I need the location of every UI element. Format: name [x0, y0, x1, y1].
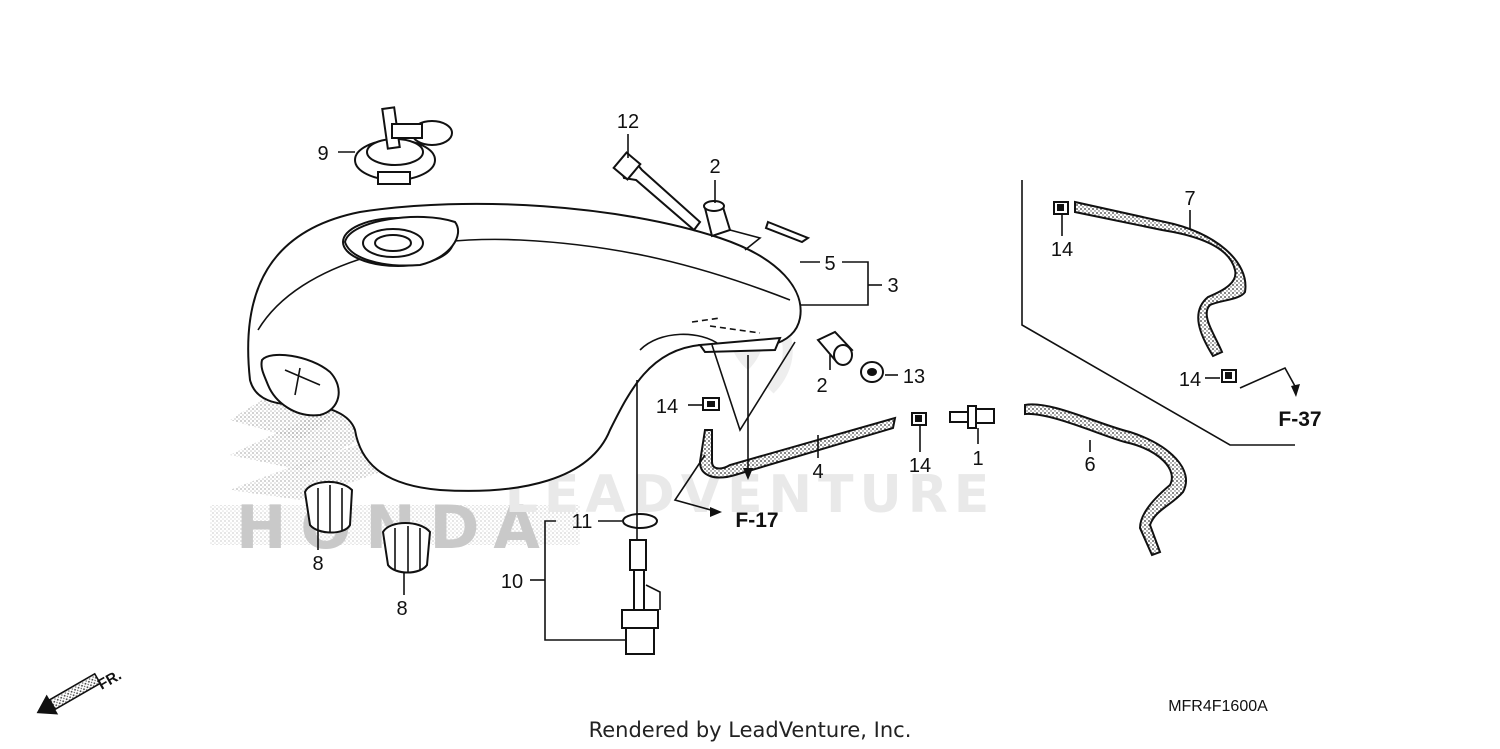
- rubber-5-part[interactable]: [764, 220, 811, 244]
- fuel-tank: [247, 202, 802, 492]
- fuel-unit-10-part[interactable]: [621, 539, 661, 655]
- front-arrow-icon: [36, 672, 102, 715]
- fuel-cap-part[interactable]: [354, 106, 453, 185]
- callout-7: 7: [1184, 188, 1195, 210]
- hose-7-part[interactable]: [1074, 200, 1247, 358]
- credit-text: Rendered by LeadVenture, Inc.: [589, 718, 912, 742]
- callout-3: 3: [887, 275, 898, 297]
- clip-14c-part[interactable]: [1053, 201, 1069, 215]
- callout-13: 13: [903, 366, 925, 388]
- callout-1: 1: [972, 448, 983, 470]
- clip-14d-part[interactable]: [1221, 369, 1237, 383]
- callout-5: 5: [824, 253, 835, 275]
- callout-14-c: 14: [1051, 239, 1073, 261]
- callout-4: 4: [812, 461, 823, 483]
- f37-arrow: [1291, 384, 1300, 397]
- callout-6: 6: [1084, 454, 1095, 476]
- o-ring-11-part[interactable]: [622, 513, 658, 529]
- bolt-12-part[interactable]: [612, 151, 702, 232]
- callout-14-d: 14: [1179, 369, 1201, 391]
- callout-2-upper: 2: [709, 156, 720, 178]
- callout-8-a: 8: [312, 553, 323, 575]
- clip-14a-part[interactable]: [702, 397, 720, 411]
- diagram-code: MFR4F1600A: [1168, 698, 1268, 715]
- callout-9: 9: [317, 143, 328, 165]
- leader-lines: [317, 134, 1297, 641]
- callout-14-b: 14: [909, 455, 931, 477]
- callout-11: 11: [572, 511, 593, 533]
- callout-10: 10: [501, 571, 523, 593]
- clip-14b-part[interactable]: [911, 412, 927, 426]
- callout-8-b: 8: [396, 598, 407, 620]
- grommet-8a-part[interactable]: [303, 481, 354, 534]
- front-indicator-label: FR.: [95, 667, 124, 694]
- hose-6-part[interactable]: [1024, 403, 1188, 557]
- callout-12: 12: [617, 111, 639, 133]
- bolt-1-part[interactable]: [949, 405, 995, 429]
- reference-f37[interactable]: F-37: [1278, 408, 1321, 431]
- grommet-8b-part[interactable]: [381, 522, 432, 574]
- collar-2-lower-part[interactable]: [816, 330, 854, 366]
- f17-arrow: [710, 507, 722, 517]
- reference-f17[interactable]: F-17: [735, 509, 778, 532]
- collar-2-upper-part[interactable]: [703, 200, 732, 238]
- callout-2-lower: 2: [816, 375, 827, 397]
- nut-13-part[interactable]: [860, 361, 884, 383]
- callout-14-a: 14: [656, 396, 678, 418]
- pointer-arrow: [743, 468, 753, 480]
